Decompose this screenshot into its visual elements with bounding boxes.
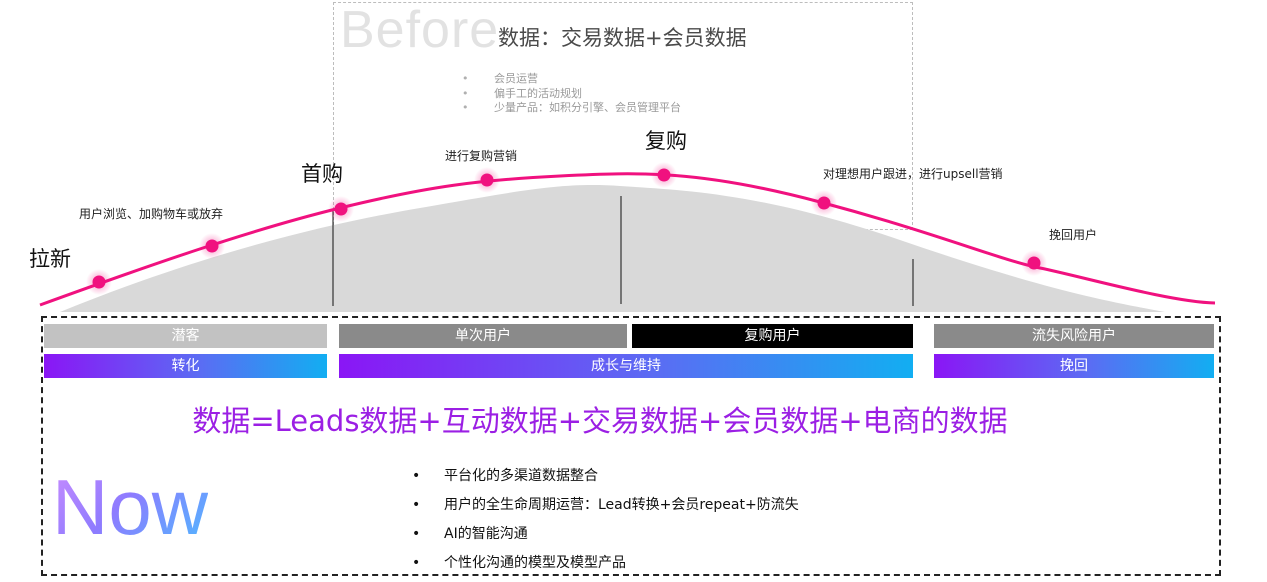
- now-bullet: AI的智能沟通: [412, 520, 799, 549]
- stage-label-first-purchase: 首购: [301, 162, 343, 186]
- note-winback: 挽回用户: [1049, 228, 1098, 242]
- curve-dot: [657, 168, 671, 182]
- note-upsell: 对理想用户跟进，进行upsell营销: [823, 167, 1003, 181]
- lifecycle-area: [60, 185, 1165, 312]
- now-bullet: 平台化的多渠道数据整合: [412, 462, 799, 491]
- phase-winback: 挽回: [934, 354, 1214, 378]
- stage-label-acquire: 拉新: [29, 247, 71, 271]
- segment-single-purchase: 单次用户: [339, 324, 627, 348]
- before-bullet-list: 会员运营 偏手工的活动规划 少量产品：如积分引擎、会员管理平台: [462, 72, 681, 116]
- curve-dot: [1027, 256, 1041, 270]
- now-bullet: 用户的全生命周期运营：Lead转换+会员repeat+防流失: [412, 491, 799, 520]
- lifecycle-dots: [86, 162, 1047, 295]
- curve-dot: [334, 202, 348, 216]
- now-bullet: 个性化沟通的模型及模型产品: [412, 549, 799, 578]
- curve-dot: [92, 275, 106, 289]
- segment-repeat-purchase: 复购用户: [632, 324, 913, 348]
- segment-prospect: 潜客: [44, 324, 327, 348]
- before-bullet: 少量产品：如积分引擎、会员管理平台: [462, 101, 681, 116]
- stage-label-repurchase: 复购: [645, 129, 687, 153]
- now-bullet-list: 平台化的多渠道数据整合 用户的全生命周期运营：Lead转换+会员repeat+防…: [412, 462, 799, 578]
- note-browse-cart: 用户浏览、加购物车或放弃: [79, 207, 224, 221]
- phase-conversion: 转化: [44, 354, 327, 378]
- curve-dot: [205, 239, 219, 253]
- phase-growth-retention: 成长与维持: [339, 354, 913, 378]
- segment-churn-risk: 流失风险用户: [934, 324, 1214, 348]
- curve-dot: [480, 173, 494, 187]
- before-bullet: 偏手工的活动规划: [462, 87, 681, 102]
- data-formula: 数据=Leads数据+互动数据+交易数据+会员数据+电商的数据: [192, 404, 1008, 438]
- lifecycle-curve: [39, 162, 1216, 312]
- now-title: Now: [52, 463, 209, 551]
- before-bullet: 会员运营: [462, 72, 681, 87]
- before-title: Before: [340, 1, 500, 59]
- note-repurchase-marketing: 进行复购营销: [445, 149, 518, 163]
- curve-dot: [817, 196, 831, 210]
- before-data-line: 数据：交易数据+会员数据: [498, 26, 747, 50]
